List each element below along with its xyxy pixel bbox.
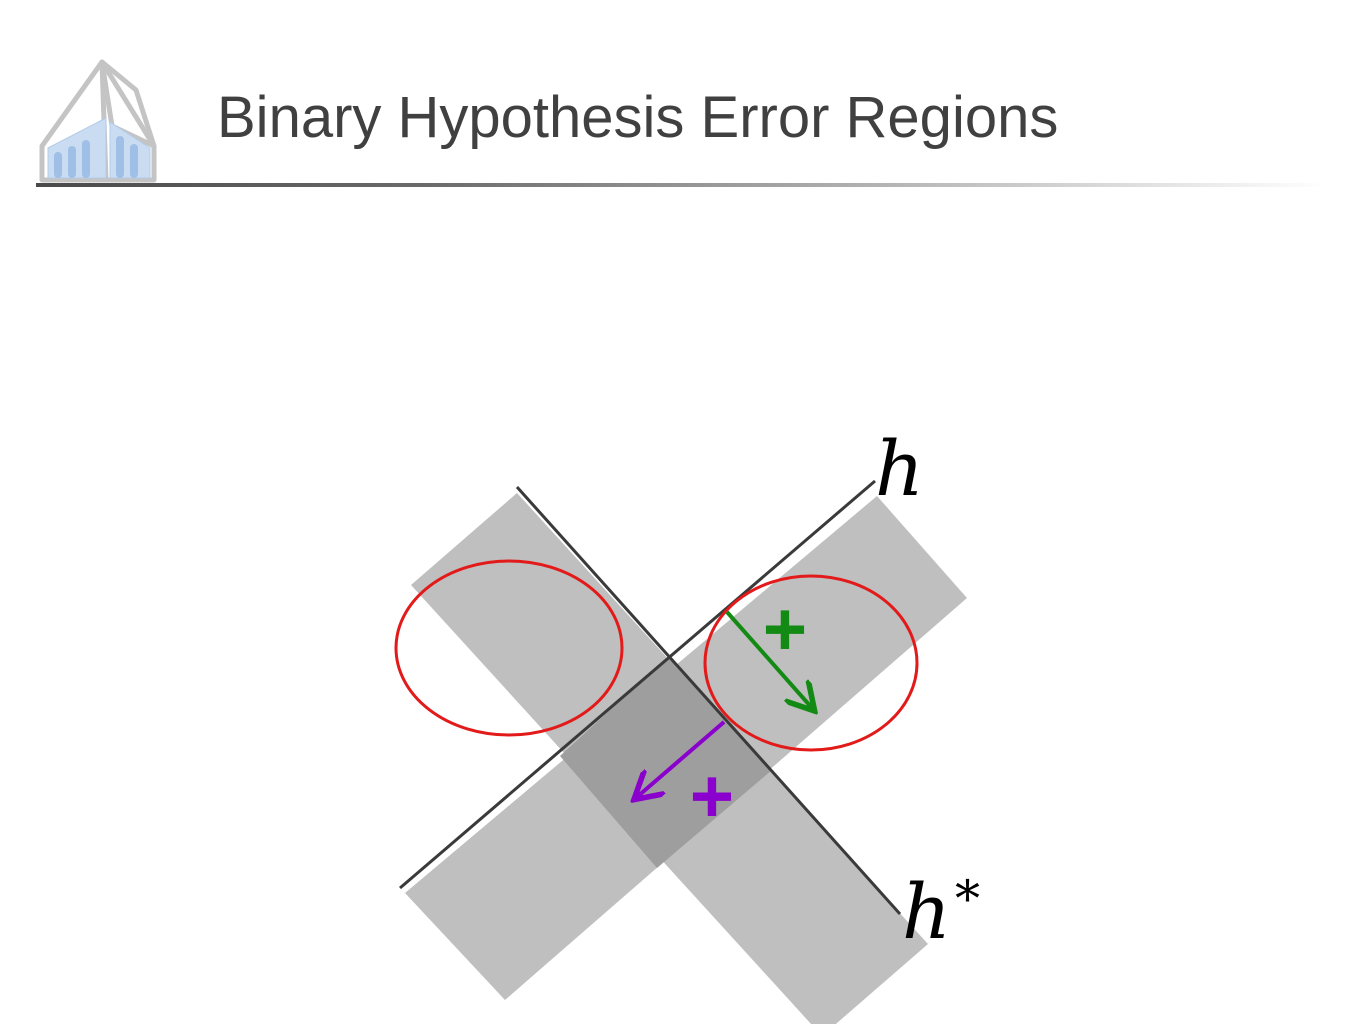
purple-normal-arrow: [637, 720, 726, 797]
right-error-ellipse: [703, 574, 919, 752]
slide-title: Binary Hypothesis Error Regions: [217, 85, 1059, 150]
h-star-boundary-line: [515, 485, 902, 916]
h-label: h: [875, 424, 924, 513]
overlap-region: [560, 656, 772, 868]
chapel-logo-icon: [39, 59, 157, 183]
h-star-label: h*: [902, 867, 980, 956]
h-star-base: h: [902, 867, 951, 956]
green-normal-arrow: [725, 610, 812, 708]
left-error-ellipse: [394, 559, 624, 737]
purple-plus-sign: +: [690, 754, 734, 839]
green-plus-sign: +: [763, 587, 807, 672]
h-boundary-line: [399, 479, 876, 890]
title-divider: [36, 183, 1326, 187]
h-star-superscript: *: [955, 870, 980, 928]
